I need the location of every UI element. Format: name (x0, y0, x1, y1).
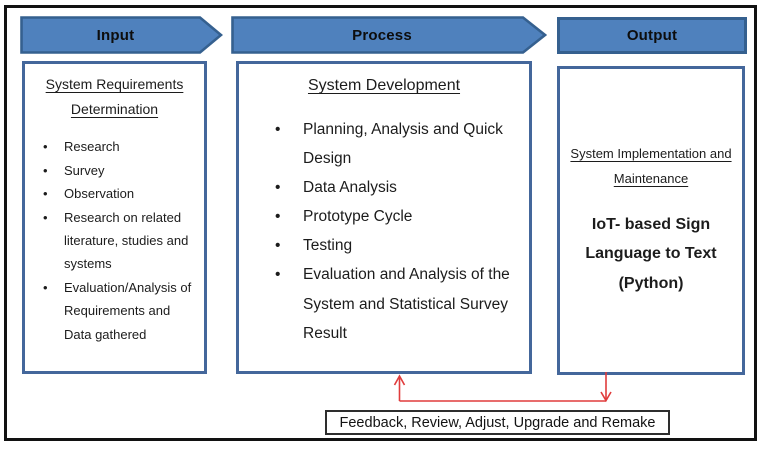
arrow-right-shape (20, 16, 223, 54)
bullet-item: Observation (31, 182, 198, 206)
feedback-box: Feedback, Review, Adjust, Upgrade and Re… (325, 410, 670, 435)
bullet-item: Evaluation and Analysis of the System an… (247, 260, 521, 347)
header-arrow-process: Process (231, 16, 547, 54)
header-box-output: Output (557, 17, 747, 54)
bullet-item: Prototype Cycle (247, 202, 521, 231)
bullet-item: Survey (31, 159, 198, 183)
input-box-title: System Requirements Determination (45, 76, 184, 118)
bullet-item: Evaluation/Analysis of Requirements and … (31, 276, 198, 346)
input-bullet-list: Research Survey Observation Research on … (31, 135, 198, 346)
feedback-label: Feedback, Review, Adjust, Upgrade and Re… (339, 414, 656, 431)
process-bullet-list: Planning, Analysis and Quick Design Data… (247, 115, 521, 348)
output-box: System Implementation and Maintenance Io… (557, 66, 745, 375)
bullet-item: Research (31, 135, 198, 159)
output-product-text: IoT- based Sign Language to Text (Python… (585, 215, 717, 292)
header-arrow-input: Input (20, 16, 223, 54)
arrow-right-shape (231, 16, 547, 54)
process-box: System Development Planning, Analysis an… (236, 61, 532, 374)
bullet-item: Planning, Analysis and Quick Design (247, 115, 521, 173)
bullet-item: Research on related literature, studies … (31, 206, 198, 276)
input-box: System Requirements Determination Resear… (22, 61, 207, 374)
bullet-item: Data Analysis (247, 173, 521, 202)
header-label-output: Output (626, 27, 678, 44)
bullet-item: Testing (247, 231, 521, 260)
header-label-input: Input (96, 26, 135, 44)
header-label-process: Process (352, 26, 412, 44)
output-box-title: System Implementation and Maintenance (570, 146, 732, 187)
process-box-title: System Development (307, 77, 461, 94)
